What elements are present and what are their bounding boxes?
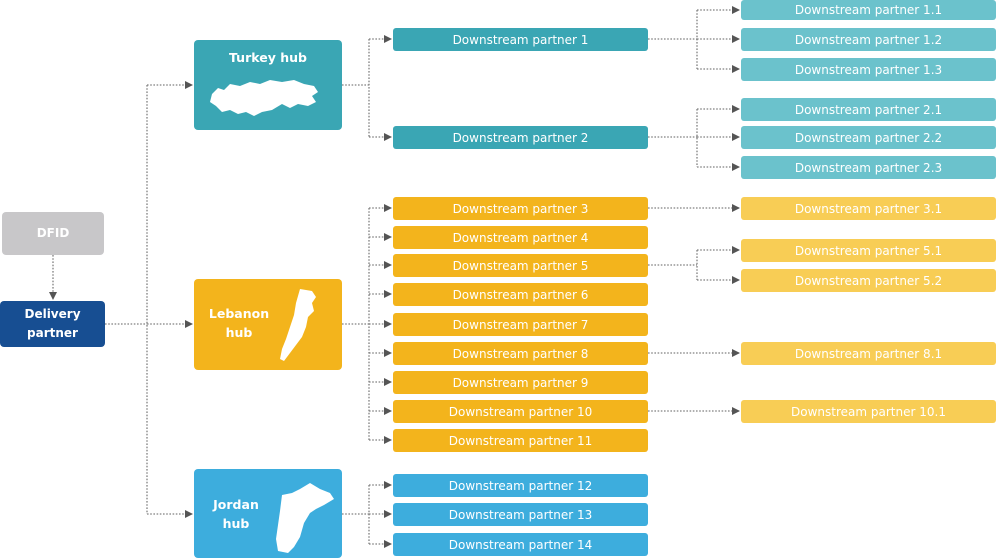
subpartner-2-3-label: Downstream partner 2.3 [794,160,943,175]
turkey-hub-label: Turkey hub [229,50,307,65]
partner-12-label: Downstream partner 12 [448,478,593,493]
subpartner-10-1-label: Downstream partner 10.1 [791,404,946,419]
subpartner-2-1-label: Downstream partner 2.1 [794,102,943,117]
partner-5: Downstream partner 5 [393,254,648,277]
partner-2-label: Downstream partner 2 [452,130,589,145]
subpartner-1-3-label: Downstream partner 1.3 [794,62,943,77]
subpartner-1-1: Downstream partner 1.1 [741,0,996,20]
jordan-map-icon [276,483,334,553]
subpartner-5-1-label: Downstream partner 5.1 [794,243,943,258]
partner-1: Downstream partner 1 [393,28,648,51]
partner-13: Downstream partner 13 [393,503,648,526]
partner-7: Downstream partner 7 [393,313,648,336]
partner-6: Downstream partner 6 [393,283,648,306]
subpartner-1-2-label: Downstream partner 1.2 [794,32,943,47]
lebanon-label-line1: Lebanon [208,306,270,321]
lebanon-hub-box: Lebanon hub [194,279,342,370]
delivery-label-line2: partner [27,326,78,340]
jordan-label-line2: hub [222,516,250,531]
partner-6-label: Downstream partner 6 [452,287,589,302]
subpartner-5-2-label: Downstream partner 5.2 [794,273,943,288]
dfid-label: DFID [36,226,70,240]
subpartner-2-2: Downstream partner 2.2 [741,126,996,149]
subpartner-1-1-label: Downstream partner 1.1 [794,3,943,17]
partner-9-label: Downstream partner 9 [452,375,589,390]
subpartner-1-3: Downstream partner 1.3 [741,58,996,81]
subpartner-5-1: Downstream partner 5.1 [741,239,996,262]
partner-8-label: Downstream partner 8 [452,346,589,361]
partner-11: Downstream partner 11 [393,429,648,452]
partner-11-label: Downstream partner 11 [448,433,593,448]
lebanon-label-line2: hub [225,325,253,340]
jordan-label-line1: Jordan [213,497,259,512]
subpartner-10-1: Downstream partner 10.1 [741,400,996,423]
partner-2: Downstream partner 2 [393,126,648,149]
turkey-hub-box: Turkey hub [194,40,342,130]
subpartner-3-1-label: Downstream partner 3.1 [794,201,943,216]
partner-10: Downstream partner 10 [393,400,648,423]
partner-12: Downstream partner 12 [393,474,648,497]
partner-14: Downstream partner 14 [393,533,648,556]
subpartner-1-2: Downstream partner 1.2 [741,28,996,51]
jordan-hub-label: Jordan hub [202,495,270,533]
turkey-map-icon [210,80,318,116]
partner-8: Downstream partner 8 [393,342,648,365]
partner-3-label: Downstream partner 3 [452,201,589,216]
partner-7-label: Downstream partner 7 [452,317,589,332]
partner-1-label: Downstream partner 1 [452,32,589,47]
jordan-hub-box: Jordan hub [194,469,342,558]
subpartner-2-3: Downstream partner 2.3 [741,156,996,179]
subpartner-8-1-label: Downstream partner 8.1 [794,346,943,361]
lebanon-hub-label: Lebanon hub [202,304,276,342]
partner-3: Downstream partner 3 [393,197,648,220]
lebanon-map-icon [280,289,316,361]
subpartner-3-1: Downstream partner 3.1 [741,197,996,220]
delivery-label-line1: Delivery [24,307,81,321]
delivery-partner-box: Delivery partner [0,301,105,347]
subpartner-8-1: Downstream partner 8.1 [741,342,996,365]
partner-4: Downstream partner 4 [393,226,648,249]
partner-13-label: Downstream partner 13 [448,507,593,522]
partner-9: Downstream partner 9 [393,371,648,394]
subpartner-2-2-label: Downstream partner 2.2 [794,130,943,145]
dfid-box: DFID [2,212,104,255]
partner-10-label: Downstream partner 10 [448,404,593,419]
subpartner-5-2: Downstream partner 5.2 [741,269,996,292]
subpartner-2-1: Downstream partner 2.1 [741,98,996,121]
delivery-partner-label: Delivery partner [24,305,80,343]
partner-5-label: Downstream partner 5 [452,258,589,273]
partner-14-label: Downstream partner 14 [448,537,593,552]
partner-4-label: Downstream partner 4 [452,230,589,245]
